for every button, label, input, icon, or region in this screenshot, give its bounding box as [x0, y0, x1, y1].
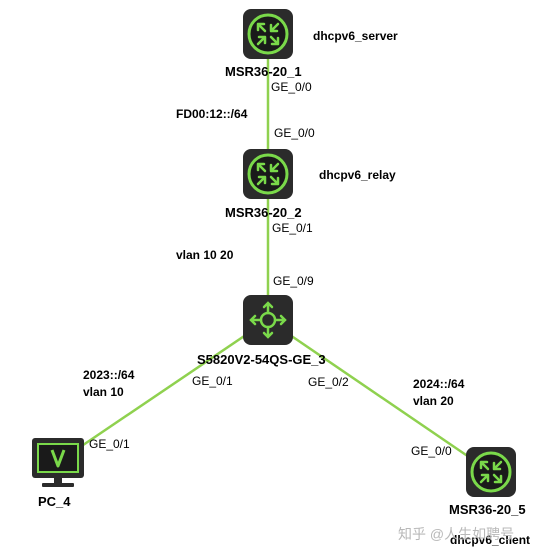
device-role-r1: dhcpv6_server [313, 29, 398, 43]
device-name-r5: MSR36-20_5 [449, 502, 526, 517]
vlan-label: vlan 10 20 [176, 248, 234, 262]
iface-pc4-ge01: GE_0/1 [89, 437, 130, 451]
device-role-r2: dhcpv6_relay [319, 168, 396, 182]
pc-monitor-icon[interactable] [32, 438, 84, 487]
device-name-sw3: S5820V2-54QS-GE_3 [197, 352, 326, 367]
router-icon[interactable] [243, 9, 293, 59]
vlan-label: vlan 20 [413, 394, 454, 408]
device-role-r5: dhcpv6_client [450, 533, 531, 547]
link-sw3-r5 [267, 318, 492, 474]
iface-sw3-ge02: GE_0/2 [308, 375, 349, 389]
iface-r2-ge00: GE_0/0 [274, 126, 315, 140]
router-icon[interactable] [243, 149, 293, 199]
device-name-r1: MSR36-20_1 [225, 64, 302, 79]
iface-sw3-ge01: GE_0/1 [192, 374, 233, 388]
subnet-label: 2023::/64 [83, 368, 135, 382]
iface-r2-ge01: GE_0/1 [272, 221, 313, 235]
device-name-r2: MSR36-20_2 [225, 205, 302, 220]
vlan-label: vlan 10 [83, 385, 124, 399]
iface-r5-ge00: GE_0/0 [411, 444, 452, 458]
device-name-pc4: PC_4 [38, 494, 71, 509]
watermark: 知乎 @人生如聘号 [398, 526, 515, 542]
subnet-label: 2024::/64 [413, 377, 465, 391]
switch-icon[interactable] [243, 295, 293, 345]
subnet-label: FD00:12::/64 [176, 107, 248, 121]
iface-sw3-ge09: GE_0/9 [273, 274, 314, 288]
router-icon[interactable] [466, 447, 516, 497]
iface-r1-ge00: GE_0/0 [271, 80, 312, 94]
link-sw3-pc4 [57, 318, 269, 464]
